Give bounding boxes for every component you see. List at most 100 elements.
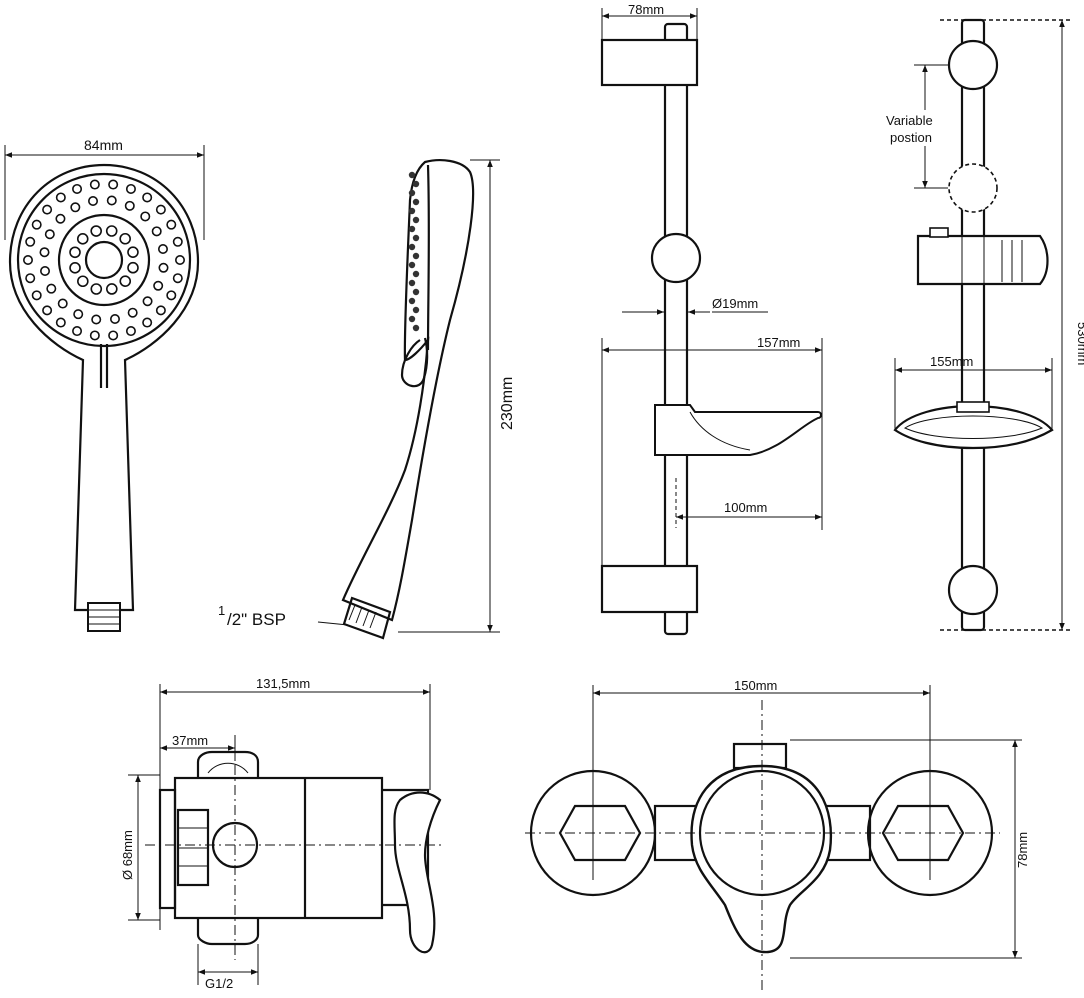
nozzle-dot [166, 290, 177, 301]
side-nozzle [412, 198, 420, 206]
nozzle-dot [40, 265, 51, 276]
nozzle-dot [90, 225, 102, 237]
nozzle-dot [69, 246, 81, 259]
nozzle-dot [70, 202, 81, 213]
side-nozzle [412, 306, 420, 314]
nozzle-dot [119, 232, 131, 245]
nozzle-dot [175, 255, 186, 266]
nozzle-dot [31, 219, 42, 230]
nozzle-dot [77, 275, 89, 288]
nozzle-dot [106, 195, 117, 206]
side-nozzle [408, 243, 416, 251]
side-nozzle [412, 288, 420, 296]
nozzle-dot [31, 290, 42, 301]
handset-side-view: 230mm 1 /2" BSP [218, 159, 516, 640]
side-nozzle [408, 207, 416, 215]
side-nozzle [408, 189, 416, 197]
nozzle-dot [46, 283, 57, 294]
side-nozzle [408, 225, 416, 233]
nozzle-dot [42, 204, 53, 215]
variable-label-1: Variable [886, 113, 933, 128]
head-width-label: 84mm [84, 137, 123, 153]
riser-rail-left: 78mm Ø19mm 157mm 100mm [600, 2, 823, 636]
valve-width-label: 150mm [734, 678, 777, 693]
side-nozzle [412, 252, 420, 260]
nozzle-dot [109, 313, 120, 324]
bsp-label: /2" BSP [227, 610, 286, 629]
valve-side-view: 131,5mm 37mm Ø 68mm G1/2 [120, 676, 445, 991]
dish-width-label: 157mm [757, 335, 800, 350]
bsp-numerator: 1 [218, 603, 225, 618]
nozzle-dot [153, 280, 164, 291]
nozzle-dot [55, 192, 66, 203]
dish-depth-label: 100mm [724, 500, 767, 515]
nozzle-dot [142, 296, 153, 307]
side-nozzle [408, 261, 416, 269]
nozzle-dot [89, 330, 100, 341]
side-nozzle [408, 315, 416, 323]
dish2-width-label: 155mm [930, 354, 973, 369]
valve-dia-label: Ø 68mm [120, 830, 135, 880]
nozzle-dot [22, 255, 33, 266]
nozzle-dot [158, 262, 169, 273]
nozzle-dot [105, 225, 118, 237]
valve-offset-label: 37mm [172, 733, 208, 748]
nozzle-dot [125, 183, 136, 194]
nozzle-dot [44, 229, 55, 240]
nozzle-dot [89, 179, 100, 190]
side-nozzle [412, 324, 420, 332]
nozzle-dot [88, 196, 99, 207]
side-nozzle [408, 279, 416, 287]
nozzle-dot [69, 262, 81, 274]
nozzle-dot [166, 219, 177, 230]
nozzle-dot [55, 213, 66, 224]
nozzle-dot [90, 283, 103, 295]
nozzle-dot [72, 326, 83, 337]
side-nozzle [408, 297, 416, 305]
nozzle-dot [25, 236, 36, 247]
nozzle-dot [91, 314, 102, 325]
nozzle-dots [22, 179, 186, 341]
handset-front-view: 84mm [4, 137, 205, 632]
nozzle-dot [140, 211, 151, 222]
valve-thread-label: G1/2 [205, 976, 233, 991]
rail-length-label: 530mm [1075, 322, 1084, 365]
nozzle-dot [119, 275, 132, 287]
nozzle-dot [142, 317, 153, 328]
nozzle-dot [125, 326, 136, 337]
nozzle-dot [72, 183, 83, 194]
side-nozzle [412, 234, 420, 242]
nozzle-dot [39, 247, 50, 258]
nozzle-dot [155, 305, 166, 316]
nozzle-dot [76, 233, 89, 245]
side-nozzle [412, 270, 420, 278]
nozzle-dot [172, 236, 183, 247]
nozzle-dot [42, 305, 53, 316]
side-nozzle [412, 216, 420, 224]
nozzle-dot [127, 246, 139, 258]
nozzle-dot [124, 200, 135, 211]
nozzle-dot [172, 273, 183, 284]
nozzle-dot [151, 226, 162, 237]
pipe-dia-label: Ø19mm [712, 296, 758, 311]
valve-height-label: 78mm [1015, 832, 1030, 868]
valve-front-view: 150mm 78mm [525, 678, 1030, 990]
side-nozzles [408, 171, 420, 332]
head-length-label: 230mm [499, 377, 516, 430]
nozzle-dot [57, 298, 68, 309]
nozzle-dot [55, 317, 66, 328]
nozzle-dot [25, 273, 36, 284]
nozzle-dot [155, 204, 166, 215]
side-nozzle [412, 180, 420, 188]
variable-label-2: postion [890, 130, 932, 145]
nozzle-dot [108, 179, 119, 190]
side-nozzle [408, 171, 416, 179]
nozzle-dot [157, 244, 168, 255]
nozzle-dot [142, 192, 153, 203]
riser-rail-right: Variable postion 155mm 530mm [880, 18, 1084, 632]
nozzle-dot [127, 261, 139, 274]
rail-width-label: 78mm [628, 2, 664, 17]
nozzle-dot [73, 309, 84, 320]
nozzle-dot [127, 307, 138, 318]
